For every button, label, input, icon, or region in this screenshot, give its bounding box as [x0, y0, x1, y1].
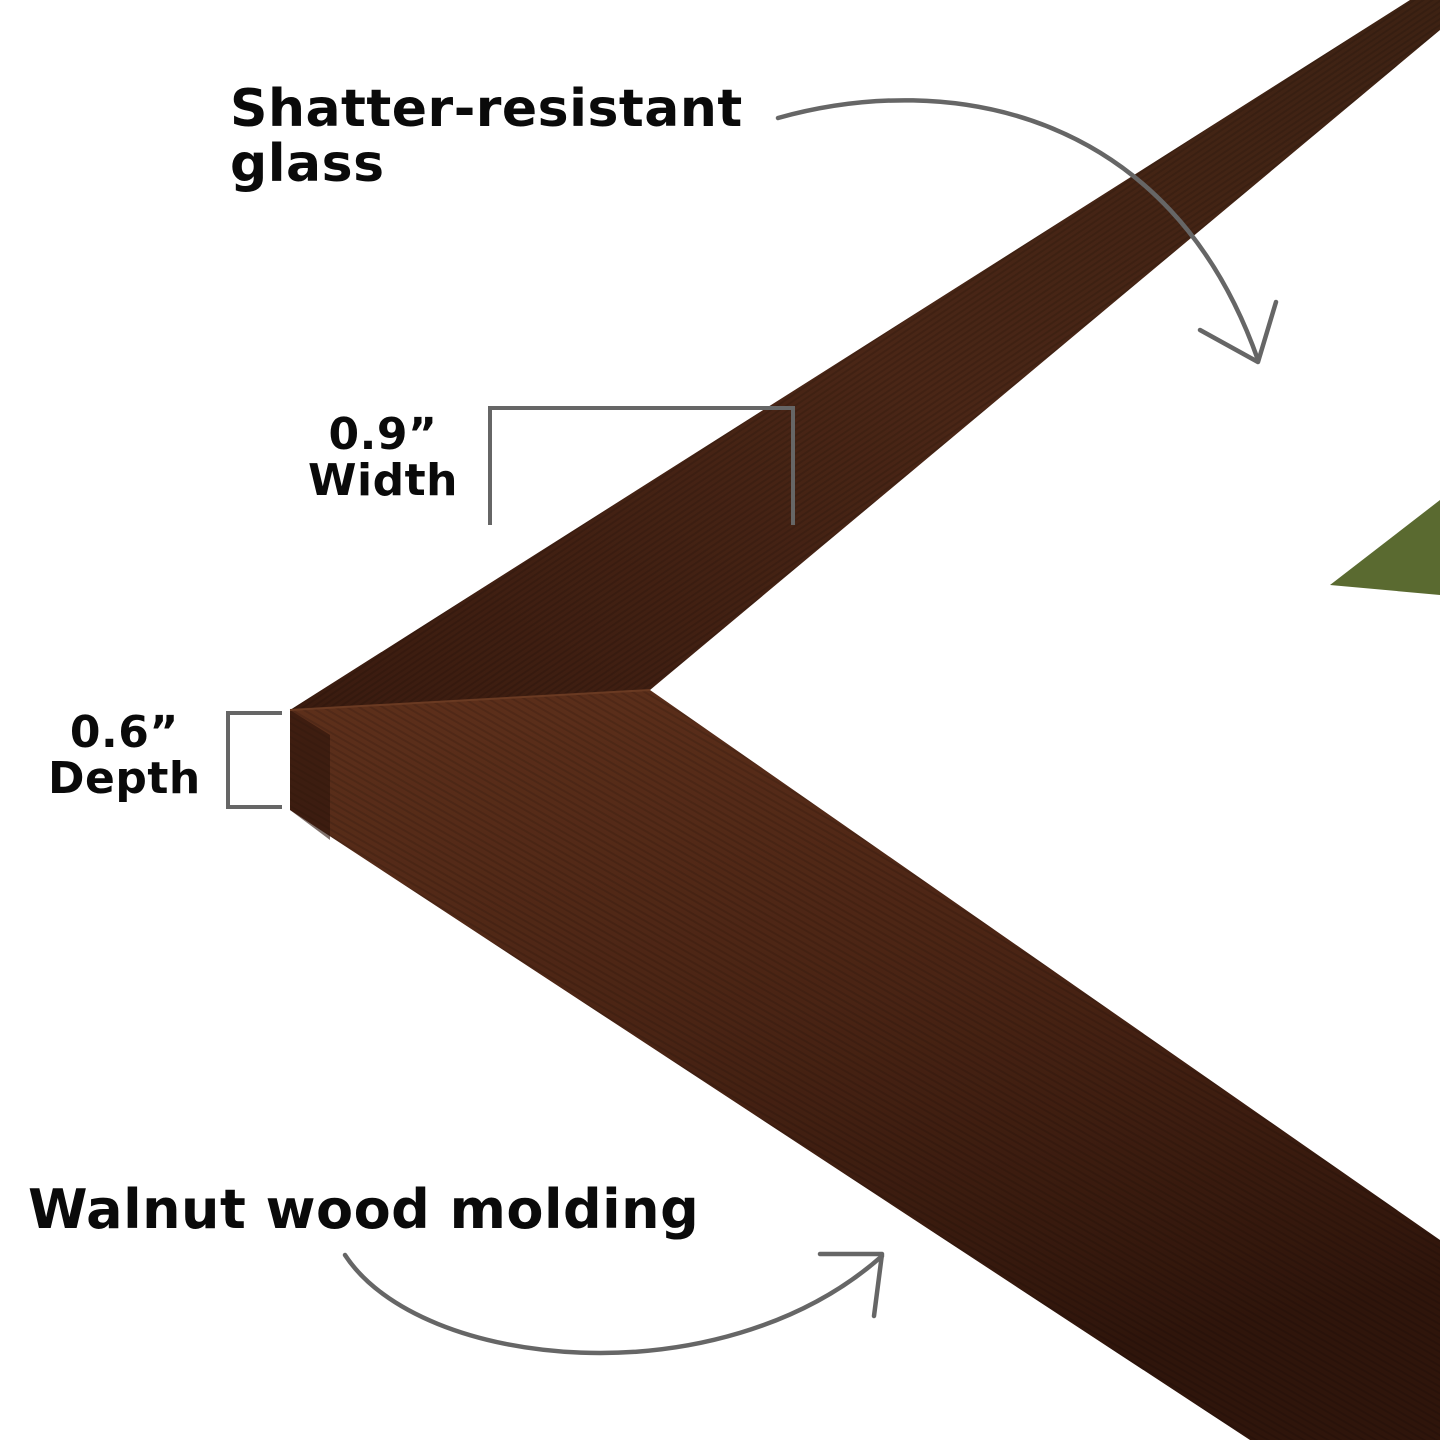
molding-arrow-head-icon: [817, 1251, 885, 1319]
molding-arrow: [342, 1252, 885, 1356]
depth-bracket: [226, 711, 282, 809]
width-value: 0.9”: [328, 409, 438, 460]
photo-grass: [1330, 500, 1440, 595]
width-callout: 0.9” Width: [308, 409, 458, 507]
molding-callout: Walnut wood molding: [28, 1178, 700, 1241]
width-label: Width: [308, 455, 458, 507]
glass-arrow: [775, 98, 1261, 363]
frame-depth-face: [290, 710, 330, 840]
miter-joint: [289, 689, 651, 711]
depth-callout: 0.6” Depth: [48, 707, 201, 805]
glass-callout-line1: Shatter-resistant: [230, 79, 743, 139]
glass-callout: Shatter-resistant glass: [230, 82, 743, 191]
depth-label: Depth: [48, 753, 201, 805]
glass-callout-line2: glass: [230, 133, 385, 194]
frame-top-grain: [290, 0, 1440, 710]
width-bracket: [488, 406, 795, 525]
glass-arrow-head-icon: [1197, 299, 1279, 365]
depth-value: 0.6”: [69, 707, 179, 758]
frame-bottom-grain: [290, 690, 1440, 1440]
